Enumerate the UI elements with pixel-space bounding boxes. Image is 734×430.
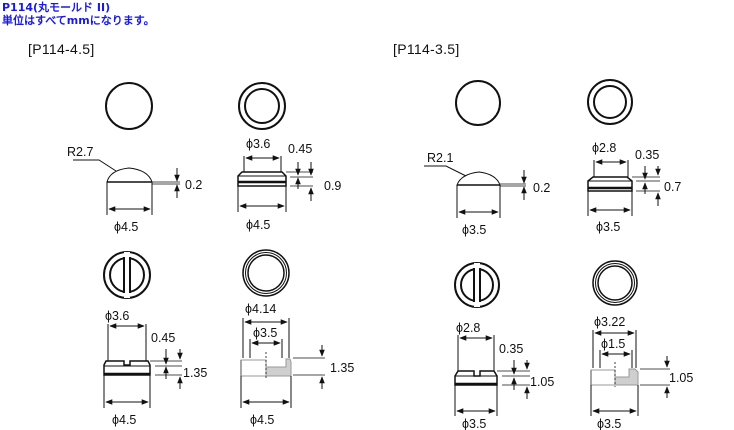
ring-height-label-3-5: 0.7 xyxy=(664,180,681,194)
ring-diameter-label: ϕ4.5 xyxy=(246,218,270,232)
section-title-p114-4-5: [P114-4.5] xyxy=(28,41,95,57)
slotted-side-view-3-5 xyxy=(454,335,530,416)
slotted-chamfer-label-3-5: 0.35 xyxy=(499,342,523,356)
ring-chamfer-label: 0.45 xyxy=(288,142,312,156)
slotted-chamfer-label: 0.45 xyxy=(151,331,175,345)
slotted-top-diameter-label: ϕ3.6 xyxy=(105,309,129,323)
stepped-height-label: 1.35 xyxy=(330,361,354,375)
slotted-diameter-label: ϕ4.5 xyxy=(112,413,136,427)
slotted-height-label: 1.35 xyxy=(183,366,207,380)
ring-top-diameter-label: ϕ3.6 xyxy=(246,137,270,151)
dome-diameter-label-3-5: ϕ3.5 xyxy=(462,223,486,237)
stepped-inner-diameter-label-3-5: ϕ1.5 xyxy=(601,337,625,351)
stepped-top-view-3-5 xyxy=(592,260,638,306)
slotted-top-diameter-label-3-5: ϕ2.8 xyxy=(456,321,480,335)
ring-top-view-3-5 xyxy=(587,79,633,125)
stepped-side-view-3-5 xyxy=(590,330,670,416)
stepped-outer-diameter-label: ϕ4.14 xyxy=(245,302,276,316)
ring-top-diameter-label-3-5: ϕ2.8 xyxy=(592,141,616,155)
ring-height-label: 0.9 xyxy=(324,179,341,193)
ring-diameter-label-3-5: ϕ3.5 xyxy=(596,220,620,234)
stepped-diameter-label: ϕ4.5 xyxy=(250,413,274,427)
stepped-outer-diameter-label-3-5: ϕ3.22 xyxy=(594,315,625,329)
dome-top-view-3-5 xyxy=(455,80,501,126)
stepped-side-view xyxy=(240,318,325,408)
dome-diameter-label: ϕ4.5 xyxy=(114,220,138,234)
dome-height-label-3-5: 0.2 xyxy=(533,181,550,195)
slotted-height-label-3-5: 1.05 xyxy=(530,375,554,389)
ring-side-view-3-5 xyxy=(587,159,661,216)
ring-top-view xyxy=(238,82,286,130)
dome-radius-label-3-5: R2.1 xyxy=(427,151,453,165)
section-title-p114-3-5: [P114-3.5] xyxy=(393,41,460,57)
dome-height-label: 0.2 xyxy=(185,178,202,192)
slotted-top-view-3-5 xyxy=(454,262,500,308)
slotted-side-view xyxy=(103,323,183,408)
dome-side-view-3-5 xyxy=(424,165,527,218)
stepped-inner-diameter-label: ϕ3.5 xyxy=(253,326,277,340)
dome-side-view xyxy=(73,159,180,215)
stepped-top-view xyxy=(242,249,290,297)
page-title: P114(丸モールド II) xyxy=(2,1,111,14)
slotted-top-view xyxy=(103,251,151,299)
stepped-height-label-3-5: 1.05 xyxy=(669,371,693,385)
unit-note: 単位はすべてmmになります。 xyxy=(2,14,155,27)
dome-top-view xyxy=(105,82,153,130)
stepped-diameter-label-3-5: ϕ3.5 xyxy=(597,417,621,430)
dome-radius-label: R2.7 xyxy=(67,145,93,159)
slotted-diameter-label-3-5: ϕ3.5 xyxy=(462,417,486,430)
ring-side-view xyxy=(237,155,314,212)
ring-chamfer-label-3-5: 0.35 xyxy=(635,148,659,162)
